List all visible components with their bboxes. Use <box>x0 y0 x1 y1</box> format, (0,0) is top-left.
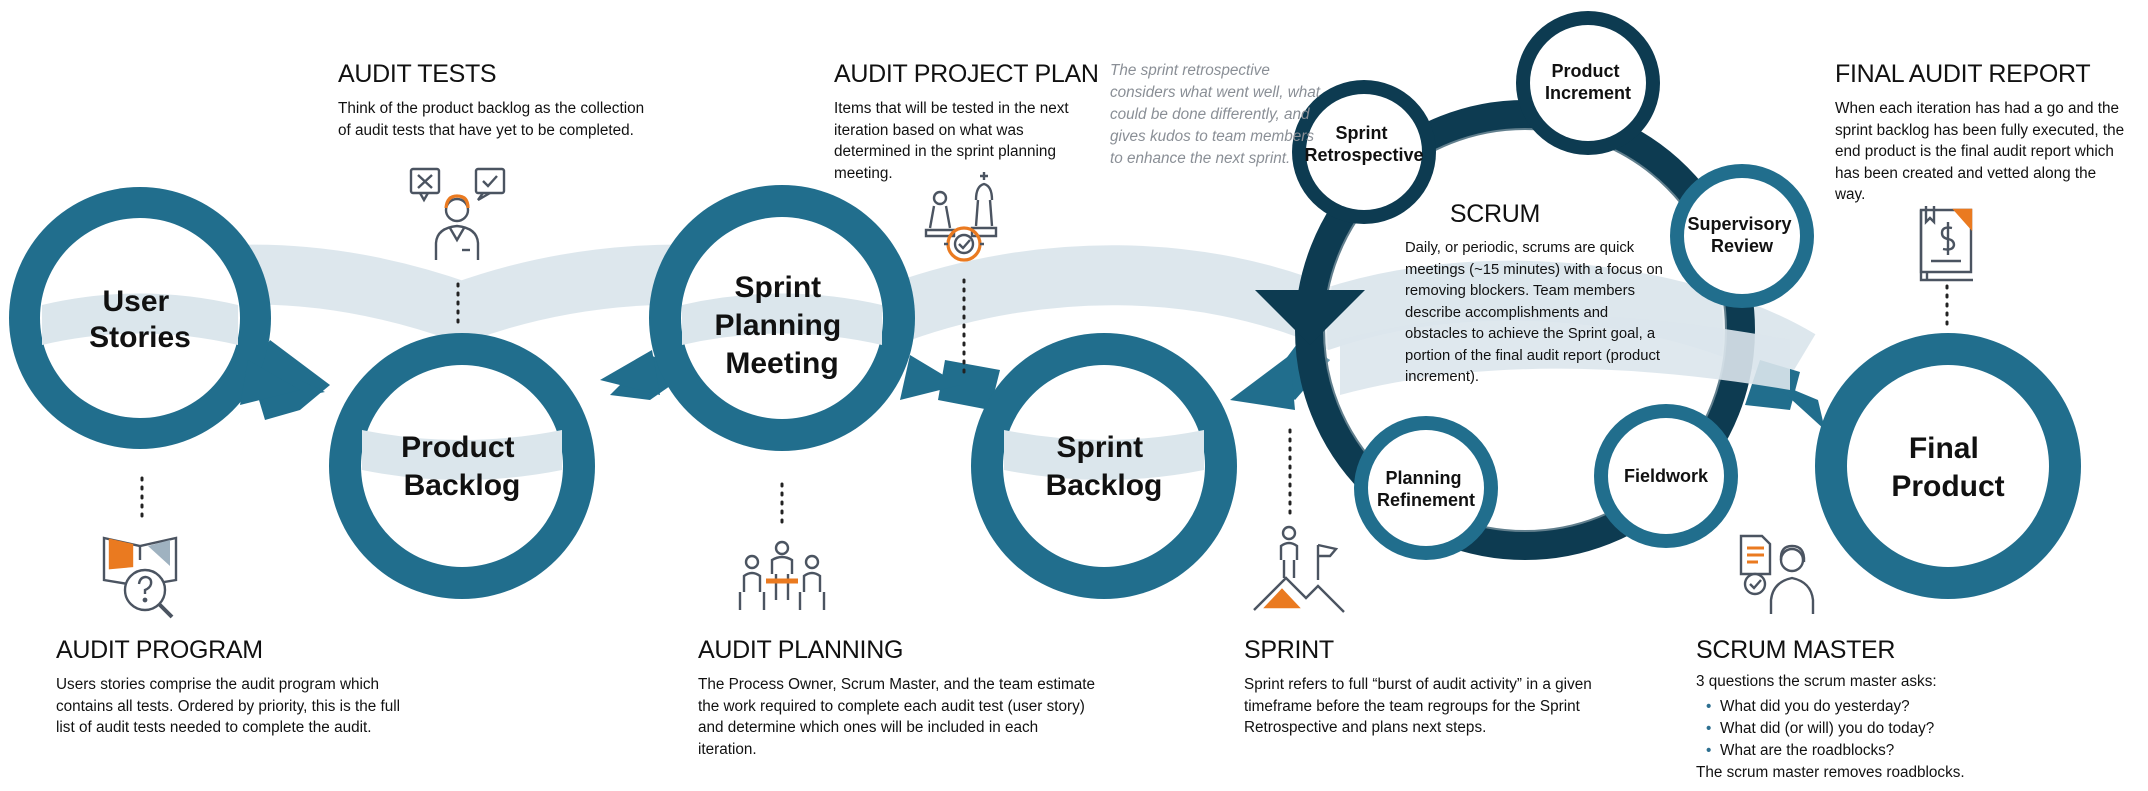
list-item: What did (or will) you do today? <box>1706 718 2026 740</box>
cycle-arrowhead <box>1255 290 1365 345</box>
circle-sprint-planning-meeting <box>600 185 960 451</box>
section-body: Sprint refers to full “burst of audit ac… <box>1244 676 1592 736</box>
node-label-product-increment: Product Increment <box>1545 61 1631 103</box>
node-label-supervisory-review: Supervisory Review <box>1687 214 1796 256</box>
section-heading: AUDIT PROJECT PLAN <box>834 60 1099 88</box>
section-body: The Process Owner, Scrum Master, and the… <box>698 676 1096 758</box>
person-with-document-icon <box>1739 534 1815 614</box>
dotted-leaders <box>140 278 1949 526</box>
circle-user-stories <box>9 187 300 449</box>
section-audit-program: AUDIT PROGRAM Users stories comprise the… <box>56 636 416 739</box>
team-meeting-icon <box>738 540 826 610</box>
list-item: What did you do yesterday? <box>1706 696 2026 718</box>
section-body: Items that will be tested in the next it… <box>834 100 1069 182</box>
section-audit-planning: AUDIT PLANNING The Process Owner, Scrum … <box>698 636 1098 760</box>
section-heading: SCRUM MASTER <box>1696 636 1896 664</box>
chess-strategy-icon <box>924 172 998 262</box>
section-body: Users stories comprise the audit program… <box>56 676 401 736</box>
section-sprint: SPRINT Sprint refers to full “burst of a… <box>1244 636 1604 739</box>
circle-label-sprint-backlog: Sprint Backlog <box>1046 431 1163 502</box>
node-supervisory-review <box>1670 164 1814 308</box>
scrum-master-intro: 3 questions the scrum master asks: <box>1696 673 1937 690</box>
section-body: Think of the product backlog as the coll… <box>338 100 645 139</box>
circle-sprint-backlog <box>971 333 1295 599</box>
circle-label-product-backlog: Product Backlog <box>401 431 523 502</box>
financial-report-book-icon <box>1919 206 1973 282</box>
circle-label-sprint-planning-meeting: Sprint Planning Meeting <box>714 271 849 380</box>
section-heading: AUDIT PROGRAM <box>56 636 263 664</box>
list-item: What are the roadblocks? <box>1706 740 2026 762</box>
section-final-audit-report: FINAL AUDIT REPORT When each iteration h… <box>1835 60 2125 206</box>
scrum-body: Daily, or periodic, scrums are quick mee… <box>1405 240 1663 385</box>
scrum-master-body: 3 questions the scrum master asks: What … <box>1696 671 2026 783</box>
section-heading: AUDIT PLANNING <box>698 636 904 664</box>
circle-final-product <box>1770 333 2081 599</box>
node-sprint-retrospective <box>1292 80 1436 224</box>
scrum-title: SCRUM <box>1449 200 1541 228</box>
node-label-fieldwork: Fieldwork <box>1624 466 1709 486</box>
scrum-master-questions: What did you do yesterday? What did (or … <box>1696 696 2026 762</box>
node-planning-refinement <box>1354 416 1498 560</box>
retrospective-note: The sprint retrospective considers what … <box>1110 62 1321 167</box>
section-body: When each iteration has had a go and the… <box>1835 100 2125 203</box>
section-scrum-master: SCRUM MASTER 3 questions the scrum maste… <box>1696 636 2026 783</box>
node-product-increment <box>1516 11 1660 155</box>
circle-label-user-stories: User Stories <box>89 285 191 354</box>
section-heading: SPRINT <box>1244 636 1334 664</box>
circle-label-final-product: Final Product <box>1891 432 2004 503</box>
circle-product-backlog <box>329 333 595 599</box>
scrum-description: SCRUM Daily, or periodic, scrums are qui… <box>1405 200 1665 389</box>
node-label-planning-refinement: Planning Refinement <box>1377 468 1475 510</box>
node-label-sprint-retrospective: Sprint Retrospective <box>1304 123 1423 165</box>
section-heading: AUDIT TESTS <box>338 60 497 88</box>
scrum-master-outro: The scrum master removes roadblocks. <box>1696 763 1965 781</box>
node-fieldwork <box>1594 404 1738 548</box>
section-audit-project-plan: AUDIT PROJECT PLAN Items that will be te… <box>834 60 1099 184</box>
person-with-checklist-icon <box>409 167 506 260</box>
section-heading: FINAL AUDIT REPORT <box>1835 60 2091 88</box>
climber-summit-flag-icon <box>1253 525 1345 613</box>
book-question-icon <box>102 536 178 619</box>
section-audit-tests: AUDIT TESTS Think of the product backlog… <box>338 60 648 141</box>
